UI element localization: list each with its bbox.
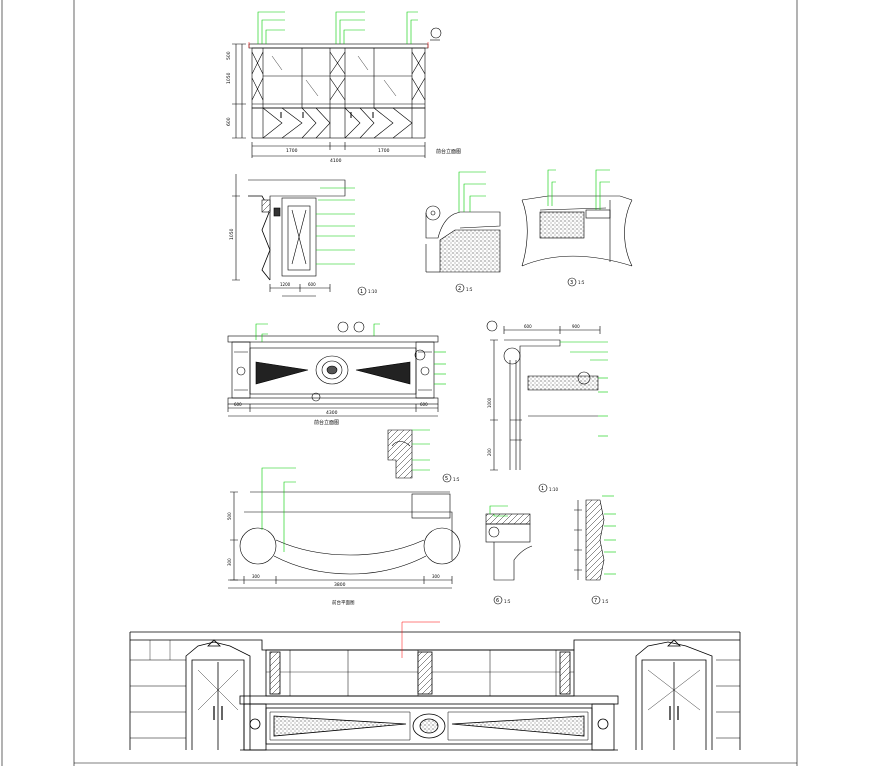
reception-elevation-leaders	[257, 11, 418, 44]
detail-2-drawing	[425, 205, 501, 293]
detail-6-marker: 6	[496, 598, 499, 604]
detail-3-leaders	[547, 169, 610, 210]
front-counter-dim-total: 4300	[326, 410, 338, 416]
reception-left-dim-2: 1050	[226, 72, 232, 84]
reception-left-dim-1: 500	[226, 51, 232, 60]
detail-6-leaders	[489, 505, 508, 517]
section-a-drawing	[232, 174, 367, 297]
detail-2-leaders	[458, 171, 486, 212]
side-section-marker: 1	[541, 486, 544, 492]
detail-7-scale: 1:5	[602, 599, 609, 604]
front-counter-scale: 1:5	[453, 477, 460, 482]
side-section-top-dim-1: 600	[524, 324, 532, 329]
detail-7-marker: 7	[594, 598, 597, 604]
plan-title: 前台平面图	[332, 599, 355, 606]
front-counter-drawing	[227, 321, 452, 483]
detail-2-marker: 2	[458, 286, 461, 292]
reception-elevation-title: 前台立面图	[436, 148, 461, 155]
reception-dim-right: 1700	[378, 148, 390, 154]
detail-3-drawing	[521, 195, 633, 287]
lobby-elevation-red-marks	[401, 621, 440, 658]
sheet-frame	[1, 0, 798, 766]
reception-left-dim-3: 600	[226, 117, 232, 126]
plan-leaders	[261, 467, 296, 552]
reception-elevation-drawing	[232, 27, 442, 158]
reception-dim-left: 1700	[286, 148, 298, 154]
side-section-left-dim-2: 200	[487, 448, 492, 456]
front-counter-dim-left: 600	[234, 402, 242, 407]
detail-7-leaders	[602, 495, 616, 575]
reception-dim-total: 4100	[330, 158, 342, 164]
plan-dim-left: 300	[252, 574, 260, 579]
side-section-scale: 1:10	[549, 487, 558, 492]
detail-6-scale: 1:5	[504, 599, 511, 604]
plan-left-dim-2: 300	[227, 558, 232, 566]
plan-drawing	[228, 491, 461, 589]
front-counter-title: 前台立面图	[314, 419, 339, 426]
front-counter-dim-right: 600	[420, 402, 428, 407]
side-section-top-dim-2: 900	[572, 324, 580, 329]
detail-3-marker: 3	[570, 280, 573, 286]
detail-6-drawing	[485, 513, 533, 605]
plan-dim-total: 3800	[334, 582, 346, 588]
section-a-left-dim: 1050	[229, 228, 235, 240]
detail-7-drawing	[574, 499, 605, 605]
section-a-bottom-dim-1: 1200	[280, 282, 291, 287]
detail-3-scale: 1:5	[578, 280, 585, 285]
front-counter-marker: 5	[445, 476, 448, 482]
side-section-leaders	[560, 341, 608, 437]
section-a-bottom-dim-2: 600	[308, 282, 316, 287]
lobby-elevation-drawing	[129, 631, 741, 751]
side-section-left-dim-1: 1000	[487, 397, 492, 408]
detail-2-scale: 1:5	[466, 287, 473, 292]
plan-left-dim-1: 500	[227, 512, 232, 520]
section-a-scale: 1:10	[368, 289, 377, 294]
reception-elevation-red-marks	[248, 42, 429, 48]
front-counter-leaders	[255, 323, 446, 471]
section-a-leaders	[316, 187, 355, 265]
section-a-marker: 1	[360, 289, 363, 295]
side-section-drawing	[486, 320, 601, 493]
plan-dim-right: 300	[432, 574, 440, 579]
